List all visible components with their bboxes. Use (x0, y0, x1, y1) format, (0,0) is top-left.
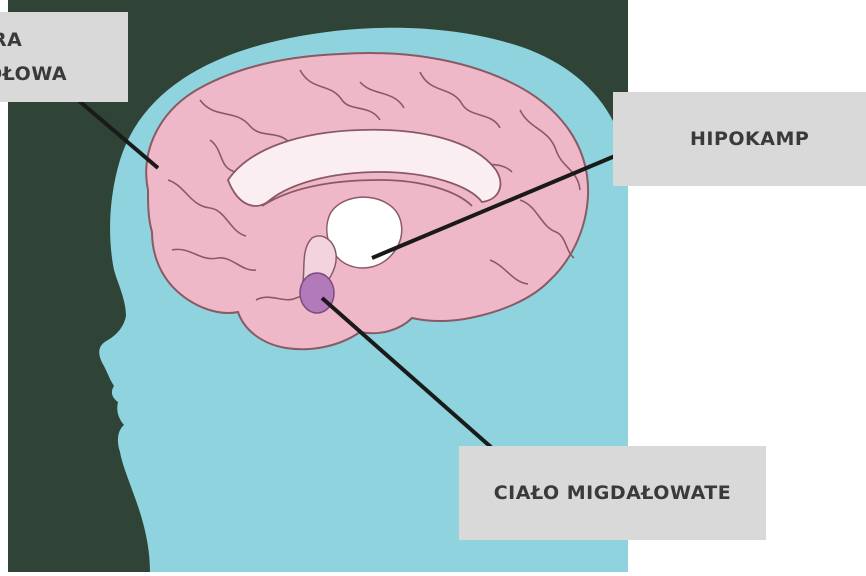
amygdala-label: CIAŁO MIGDAŁOWATE (494, 482, 732, 504)
cortex-label-box: RA OŁOWA (0, 12, 128, 102)
cortex-label-line1: RA (0, 23, 22, 57)
amygdala (300, 273, 334, 313)
hippocampus-label: HIPOKAMP (690, 128, 809, 150)
amygdala-label-box: CIAŁO MIGDAŁOWATE (459, 446, 766, 540)
cortex-label-line2: OŁOWA (0, 57, 67, 91)
hippocampus-label-box: HIPOKAMP (613, 92, 866, 186)
